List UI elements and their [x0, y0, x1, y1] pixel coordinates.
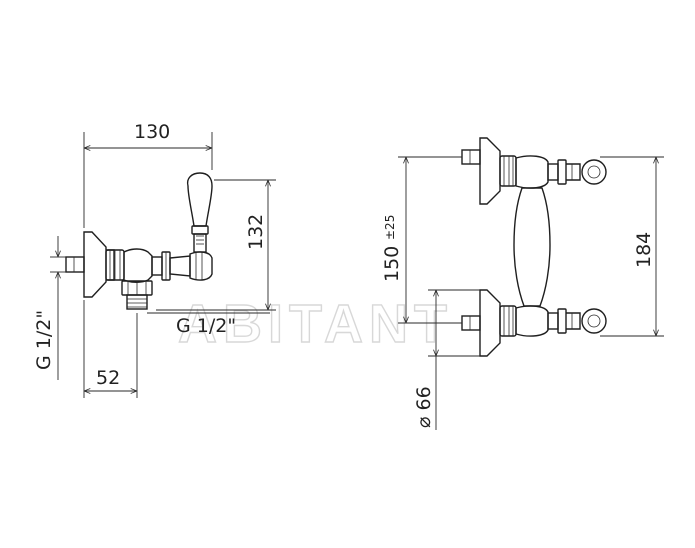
front-connecting-body: [513, 187, 551, 307]
side-view: 130 132 G 1/2" G 1/2" 52: [33, 121, 276, 398]
side-inlet-stub: [65, 256, 85, 273]
side-wall-flange: [83, 231, 107, 298]
dim-outlet-thread-label: G 1/2": [176, 315, 236, 337]
watermark: ABITANT: [178, 294, 453, 354]
front-bottom-inlet-stub: [461, 315, 481, 331]
side-handle-lever: [186, 172, 213, 227]
front-top-ring-handle: [581, 159, 607, 185]
front-bottom-ring-handle: [581, 308, 607, 334]
dim-130-label: 130: [134, 121, 170, 143]
dim-52-label: 52: [96, 367, 120, 389]
front-top-inlet-stub: [461, 149, 481, 165]
front-bottom-flange: [479, 289, 501, 357]
side-valve-body: [123, 248, 153, 283]
dim-132-label: 132: [245, 214, 267, 250]
side-outlet-thread: [126, 294, 148, 310]
side-handle-cap: [189, 251, 213, 281]
dim-inlet-thread-label: G 1/2": [33, 310, 55, 370]
dim-150-label: 150: [381, 246, 403, 282]
dim-184-label: 184: [633, 232, 655, 268]
dim-66-label: ⌀ 66: [413, 386, 435, 428]
front-top-flange: [479, 137, 501, 205]
dim-150-tolerance: ±25: [383, 215, 397, 240]
front-view: 150 ±25 184 ⌀ 66: [381, 137, 664, 430]
